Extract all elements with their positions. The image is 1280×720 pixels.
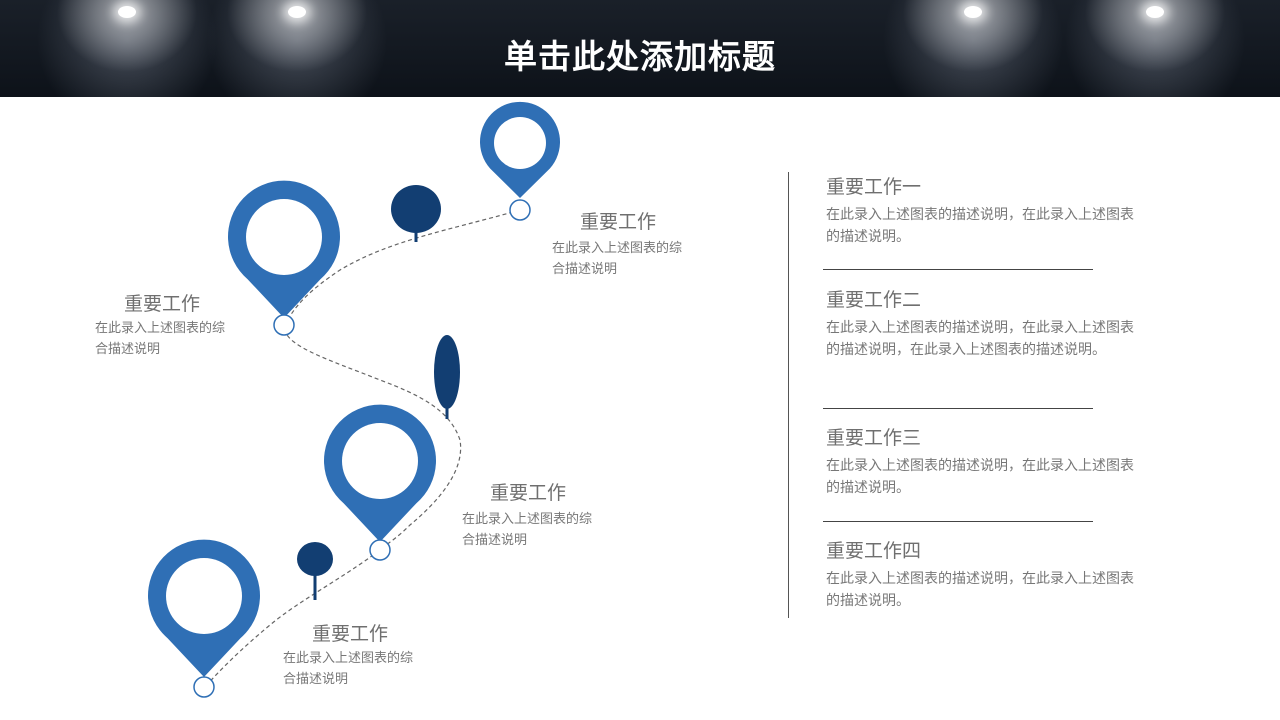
horizontal-divider <box>823 521 1093 522</box>
route-label-heading[interactable]: 重要工作 <box>490 482 567 504</box>
work-item-description[interactable]: 在此录入上述图表的描述说明，在此录入上述图表的描述说明。 <box>826 207 1134 245</box>
work-item-description[interactable]: 在此录入上述图表的描述说明，在此录入上述图表的描述说明，在此录入上述图表的描述说… <box>826 320 1134 358</box>
vertical-divider <box>788 172 789 618</box>
route-label-heading[interactable]: 重要工作 <box>124 293 201 315</box>
map-pin-icon[interactable] <box>228 180 341 318</box>
work-item-description[interactable]: 在此录入上述图表的描述说明，在此录入上述图表的描述说明。 <box>826 571 1134 609</box>
route-label-description[interactable]: 在此录入上述图表的综合描述说明 <box>283 651 414 687</box>
route-label-heading[interactable]: 重要工作 <box>580 211 657 233</box>
route-waypoint <box>509 199 531 221</box>
route-label-desc: 在此录入上述图表的综合描述说明 <box>95 318 235 360</box>
spotlight-icon <box>118 6 136 18</box>
horizontal-divider <box>823 408 1093 409</box>
route-label: 重要工作 <box>490 481 566 505</box>
horizontal-divider <box>823 269 1093 270</box>
route-label-heading[interactable]: 重要工作 <box>312 623 389 645</box>
work-item-heading[interactable]: 重要工作一 <box>826 176 922 198</box>
route-label: 重要工作 <box>312 622 388 646</box>
header-banner: 单击此处添加标题 <box>0 0 1280 97</box>
tree-icon <box>434 335 460 419</box>
map-pin-icon[interactable] <box>324 404 436 542</box>
route-label-desc: 在此录入上述图表的综合描述说明 <box>552 238 692 280</box>
dashed-route-path <box>204 209 521 688</box>
route-waypoint <box>369 539 391 561</box>
route-label-desc: 在此录入上述图表的综合描述说明 <box>283 648 423 690</box>
work-item-description[interactable]: 在此录入上述图表的描述说明，在此录入上述图表的描述说明。 <box>826 458 1134 496</box>
work-item-heading[interactable]: 重要工作二 <box>826 289 922 311</box>
route-waypoint <box>193 676 215 698</box>
map-pin-icon[interactable] <box>479 101 560 198</box>
work-item-heading[interactable]: 重要工作三 <box>826 427 922 449</box>
work-item-heading[interactable]: 重要工作四 <box>826 540 922 562</box>
map-pin-icon[interactable] <box>148 539 261 677</box>
route-label: 重要工作 <box>580 210 656 234</box>
work-item-4: 重要工作四 在此录入上述图表的描述说明，在此录入上述图表的描述说明。 <box>826 538 1146 612</box>
route-label-desc: 在此录入上述图表的综合描述说明 <box>462 509 602 551</box>
route-label-description[interactable]: 在此录入上述图表的综合描述说明 <box>552 241 683 277</box>
spotlight-icon <box>1146 6 1164 18</box>
route-waypoint <box>273 314 295 336</box>
work-item-3: 重要工作三 在此录入上述图表的描述说明，在此录入上述图表的描述说明。 <box>826 425 1146 499</box>
page-title[interactable]: 单击此处添加标题 <box>504 37 776 76</box>
route-label-description[interactable]: 在此录入上述图表的综合描述说明 <box>462 512 593 548</box>
route-label: 重要工作 <box>124 292 200 316</box>
work-item-1: 重要工作一 在此录入上述图表的描述说明，在此录入上述图表的描述说明。 <box>826 174 1146 248</box>
tree-icon <box>391 185 441 242</box>
route-label-description[interactable]: 在此录入上述图表的综合描述说明 <box>95 321 226 357</box>
spotlight-icon <box>964 6 982 18</box>
work-item-2: 重要工作二 在此录入上述图表的描述说明，在此录入上述图表的描述说明，在此录入上述… <box>826 287 1146 361</box>
spotlight-icon <box>288 6 306 18</box>
tree-icon <box>297 542 333 600</box>
